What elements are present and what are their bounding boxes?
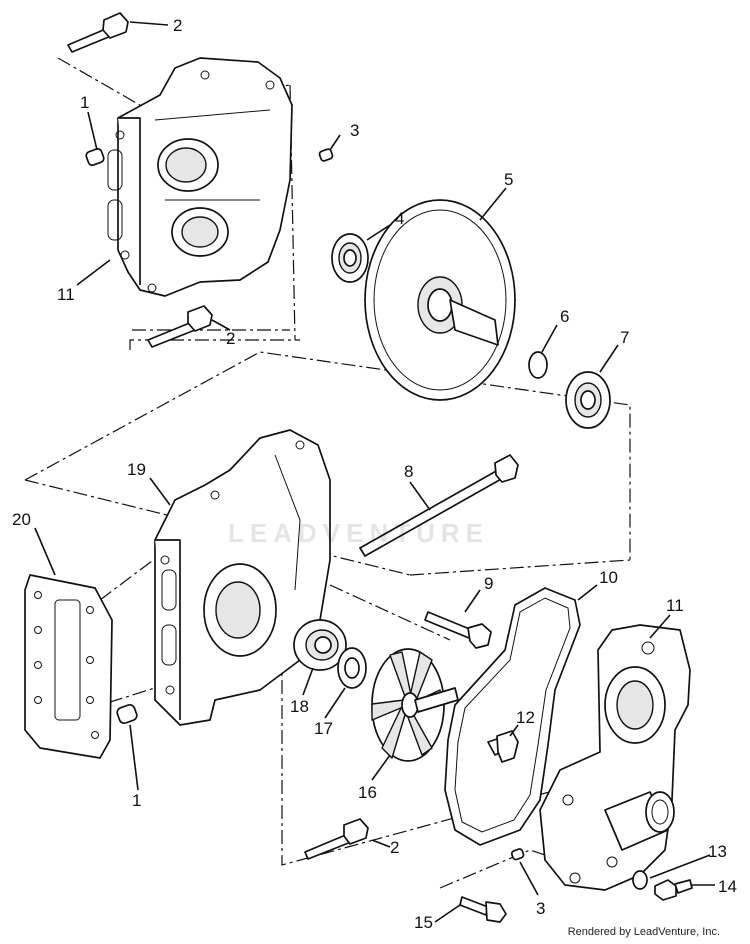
impeller-16 <box>371 648 459 762</box>
upper-housing <box>107 57 293 297</box>
callout-11-top: 11 <box>57 285 75 304</box>
callout-10: 10 <box>599 568 618 587</box>
bearing-18 <box>293 619 347 671</box>
bearing-4 <box>331 233 369 283</box>
bolt-top <box>67 12 129 53</box>
gasket-20 <box>24 574 113 759</box>
callout-2-mid: 2 <box>226 329 235 348</box>
dowel-pin-lower <box>116 703 138 725</box>
callout-5: 5 <box>504 170 513 189</box>
pump-cover-11 <box>539 624 691 891</box>
callout-2-bottom: 2 <box>390 838 399 857</box>
pin-lower <box>510 848 525 861</box>
bolt-12 <box>487 730 519 763</box>
callout-labels: 2 1 3 4 5 6 7 8 11 2 19 20 9 10 11 12 18… <box>12 16 737 932</box>
callout-8: 8 <box>404 462 413 481</box>
bolt-lower <box>304 818 369 860</box>
callout-2-top: 2 <box>173 16 182 35</box>
o-ring-6 <box>528 351 548 379</box>
bolt-mid <box>147 305 213 348</box>
credit-text: Rendered by LeadVenture, Inc. <box>567 926 720 938</box>
callout-14: 14 <box>718 877 737 896</box>
callout-3-top: 3 <box>350 121 359 140</box>
gear-5 <box>364 199 516 401</box>
callout-19: 19 <box>127 460 146 479</box>
washer-13 <box>632 870 648 890</box>
callout-9: 9 <box>484 574 493 593</box>
watermark-logo: LEADVENTURE <box>228 518 490 548</box>
callout-12: 12 <box>516 708 535 727</box>
bolt-14 <box>654 879 693 901</box>
callout-4: 4 <box>395 209 404 228</box>
callout-1-bottom: 1 <box>132 791 141 810</box>
bearing-7 <box>565 371 611 429</box>
callout-11-bottom: 11 <box>666 596 684 615</box>
callout-20: 20 <box>12 510 31 529</box>
middle-housing-19 <box>154 429 331 726</box>
callout-17: 17 <box>314 719 333 738</box>
leader-lines <box>34 21 715 923</box>
gasket-10 <box>444 587 581 846</box>
callout-16: 16 <box>358 783 377 802</box>
callout-7: 7 <box>620 328 629 347</box>
bolt-15 <box>459 896 507 923</box>
callout-18: 18 <box>290 697 309 716</box>
bolt-9 <box>424 611 492 649</box>
long-bolt-8 <box>359 454 519 557</box>
callout-15: 15 <box>414 913 433 932</box>
dowel-pin-top <box>85 147 105 167</box>
pin-top <box>318 148 334 162</box>
callout-3-bottom: 3 <box>536 899 545 918</box>
callout-6: 6 <box>560 307 569 326</box>
washer-17 <box>337 647 367 689</box>
callout-1-top: 1 <box>80 93 89 112</box>
callout-13: 13 <box>708 842 727 861</box>
